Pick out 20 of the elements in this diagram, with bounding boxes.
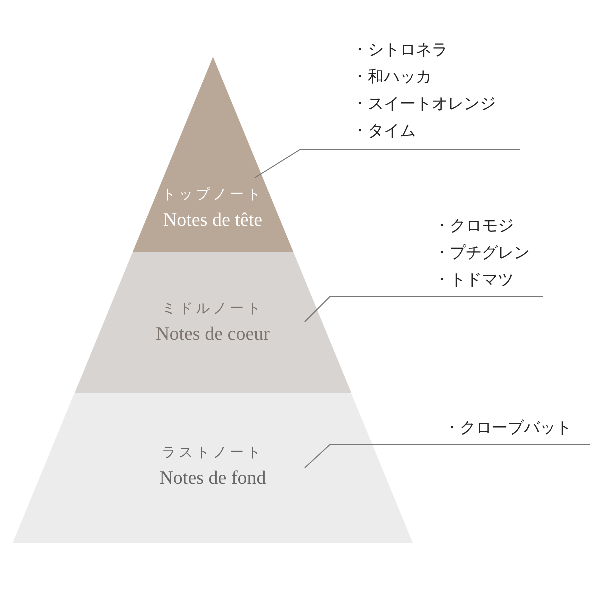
leader-line xyxy=(304,444,590,468)
french-note-label: Notes de coeur xyxy=(156,323,270,347)
ingredient-item: ・シトロネラ xyxy=(352,39,449,61)
pyramid-bottom-tier xyxy=(13,393,413,543)
french-note-label: Notes de fond xyxy=(160,467,266,491)
ingredient-item: ・トドマツ xyxy=(434,269,515,291)
ingredient-item: ・プチグレン xyxy=(434,242,531,264)
japanese-note-label: ミドルノート xyxy=(162,301,264,319)
ingredient-item: ・和ハッカ xyxy=(352,66,433,88)
ingredient-item: ・スイートオレンジ xyxy=(352,93,497,115)
french-note-label: Notes de tête xyxy=(163,209,263,233)
japanese-note-label: ラストノート xyxy=(162,445,264,463)
pyramid-middle-tier xyxy=(74,252,352,393)
ingredient-item: ・タイム xyxy=(352,120,417,142)
ingredient-item: ・クロモジ xyxy=(434,215,515,237)
ingredient-item: ・クローブバット xyxy=(444,417,573,439)
japanese-note-label: トップノート xyxy=(162,186,264,205)
leader-line xyxy=(254,150,520,178)
pyramid-top-tier xyxy=(132,57,294,252)
leader-line xyxy=(304,296,544,322)
